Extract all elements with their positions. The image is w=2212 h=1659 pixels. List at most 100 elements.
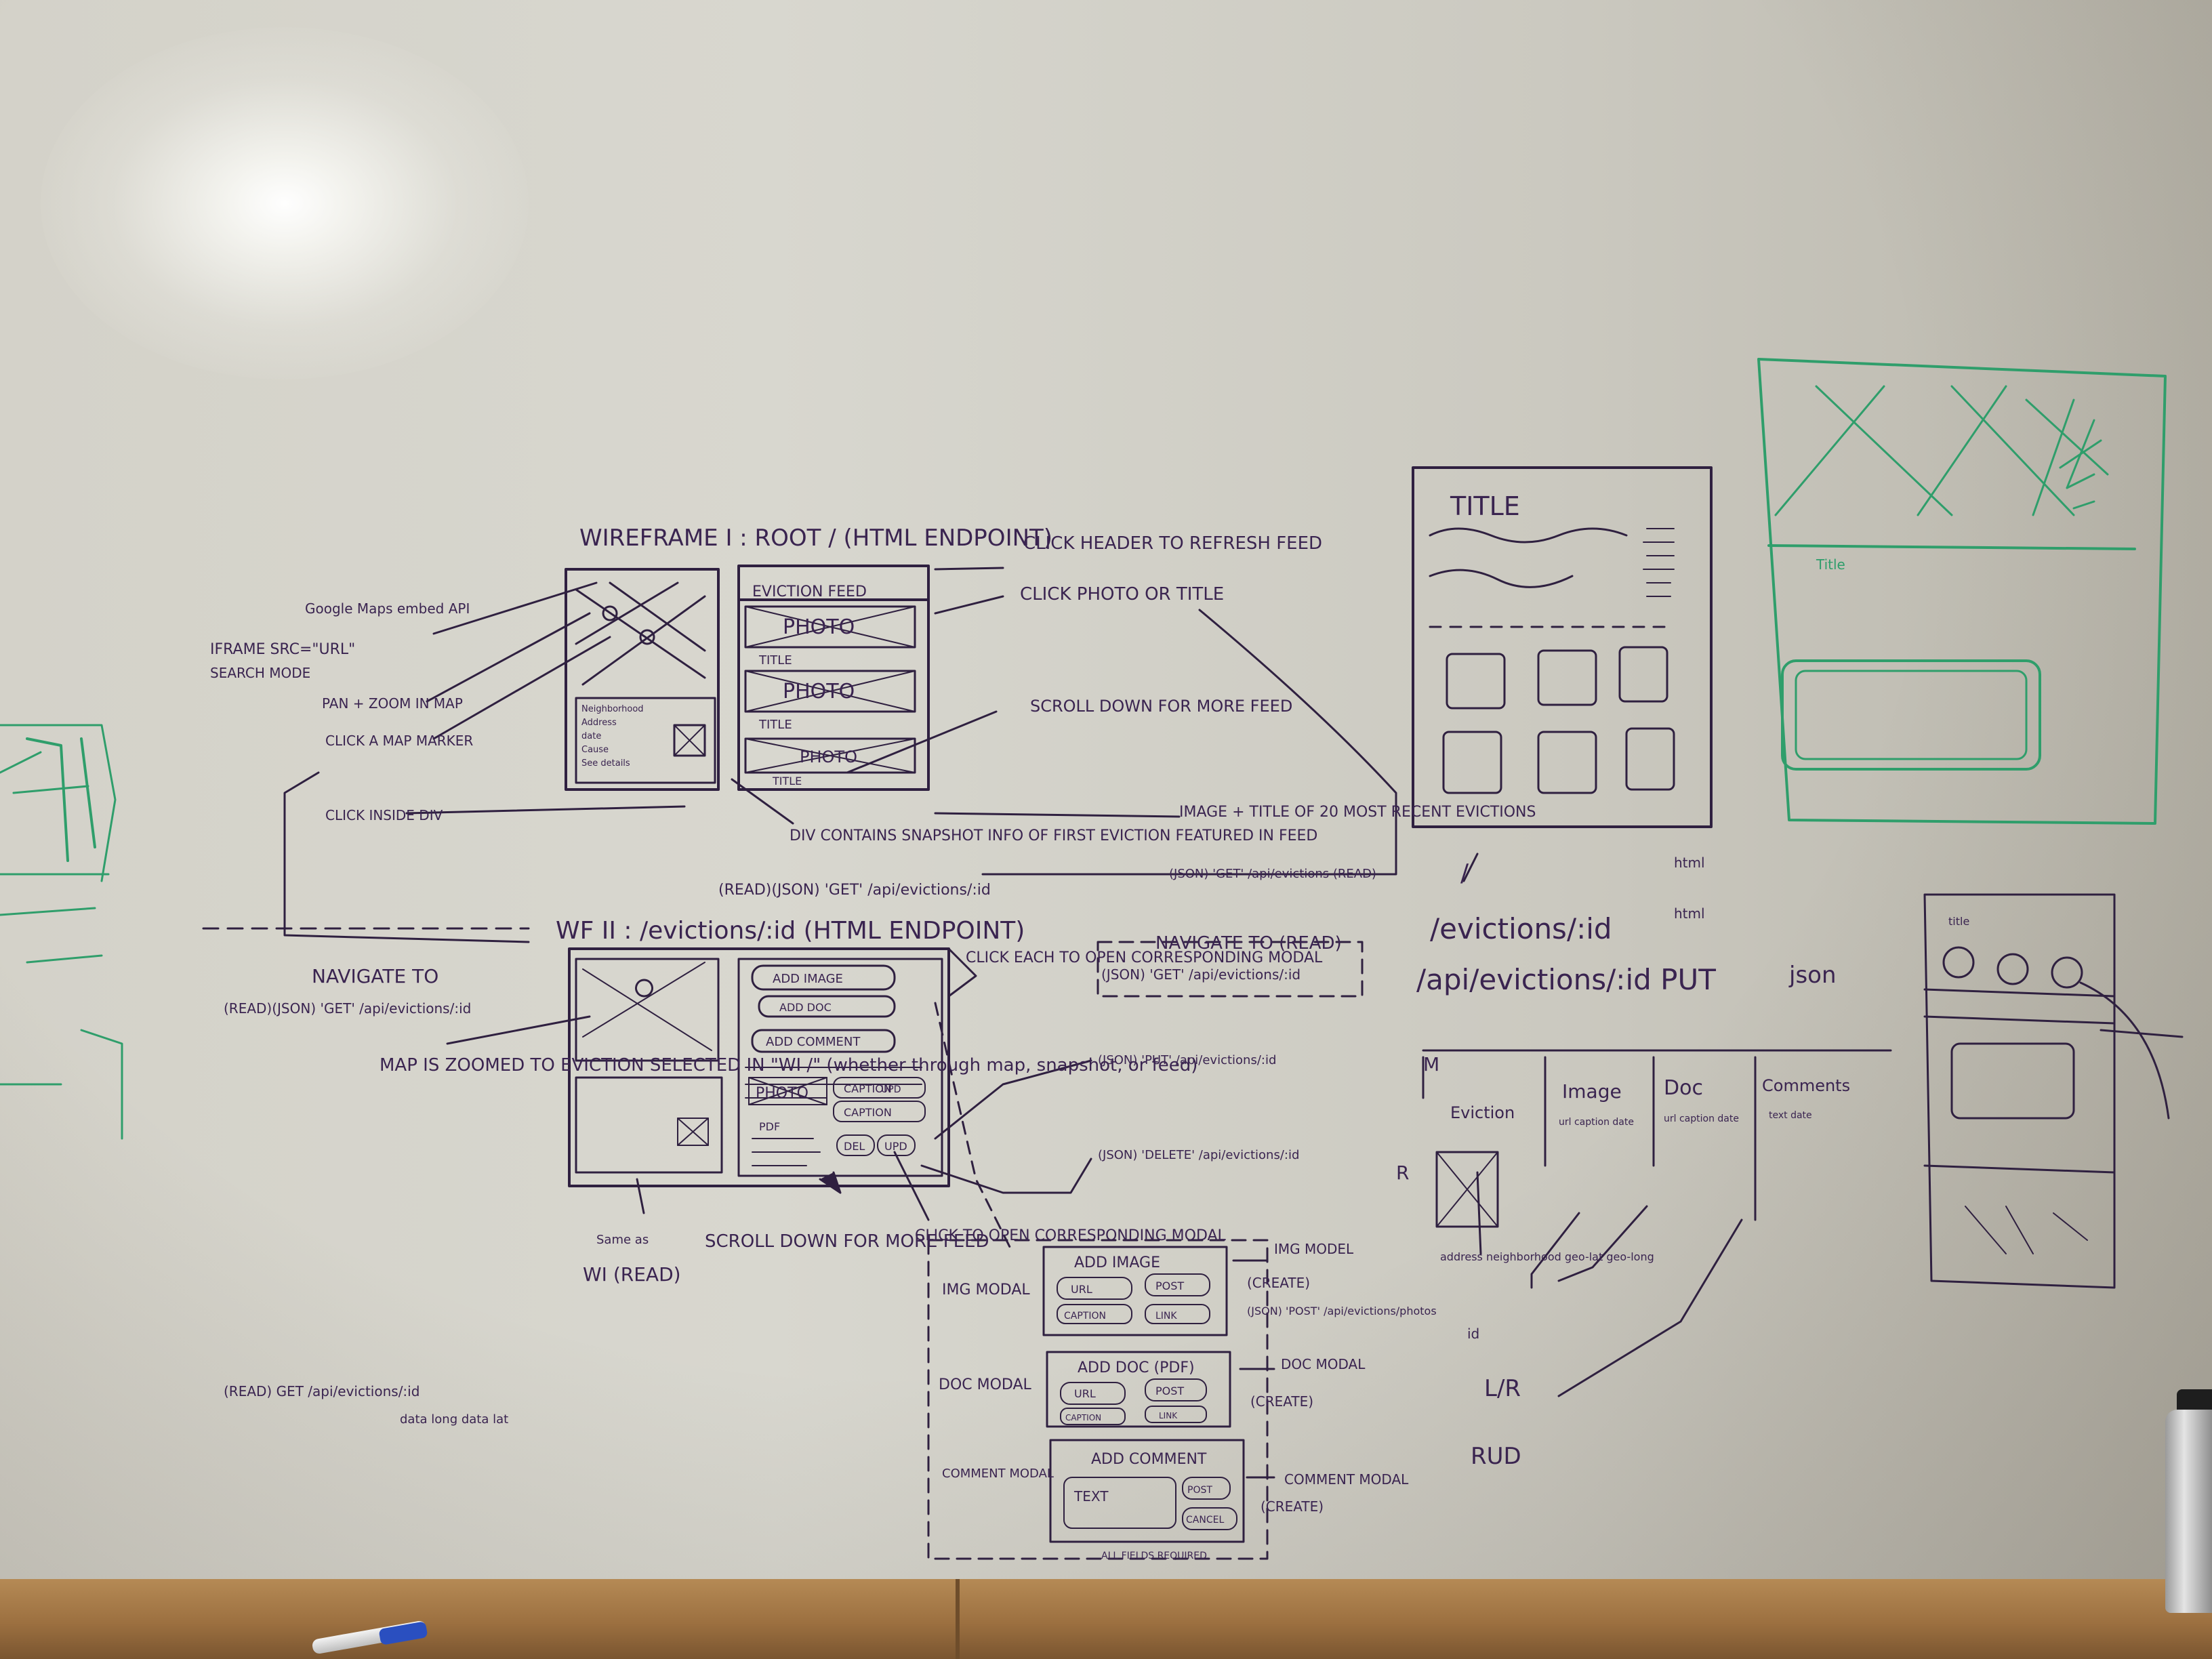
note-put: (JSON) 'PUT' /api/evictions/:id <box>1098 1053 1276 1067</box>
far-title: title <box>1948 915 1969 928</box>
modal-comment-cancel: CANCEL <box>1186 1515 1224 1525</box>
right-lr-label: L/R <box>1484 1375 1521 1402</box>
wf2-add-doc: ADD DOC <box>779 1001 832 1014</box>
note-iframe: IFRAME SRC="URL" <box>210 641 355 658</box>
wf1-snap-line-2: Address <box>581 718 617 728</box>
wf1-title-2: TITLE <box>758 718 792 732</box>
modal-img-url: URL <box>1071 1283 1092 1296</box>
wf2-frame <box>568 947 950 1187</box>
note-json-get: (JSON) 'GET' /api/evictions (READ) <box>1169 867 1376 881</box>
note-search-mode: SEARCH MODE <box>210 665 310 681</box>
note-data-long: data long data lat <box>400 1412 508 1427</box>
wf2-del: DEL <box>844 1140 865 1153</box>
modal-doc-title: ADD DOC (PDF) <box>1078 1359 1195 1376</box>
modal-comment-text: TEXT <box>1073 1488 1109 1504</box>
wf2-navigate-left: NAVIGATE TO <box>312 965 438 987</box>
wf1-photo-3: PHOTO <box>800 747 857 766</box>
right-id-label: id <box>1467 1326 1479 1342</box>
right-r-label: R <box>1396 1162 1409 1184</box>
note-read-json: (READ)(JSON) 'GET' /api/evictions/:id <box>718 882 991 899</box>
image-fields: url caption date <box>1559 1117 1634 1128</box>
note-click-photo: CLICK PHOTO OR TITLE <box>1020 584 1224 605</box>
light-glare <box>41 27 529 380</box>
wf1-feed-header: EVICTION FEED <box>752 583 867 600</box>
col-doc: Doc <box>1664 1076 1703 1100</box>
wf1-heading: WIREFRAME I : ROOT / (HTML ENDPOINT) <box>579 525 1052 552</box>
right-json: json <box>1788 962 1837 989</box>
right-html-2: html <box>1674 905 1705 922</box>
modal-img-post: POST <box>1155 1279 1184 1292</box>
ledge-seam <box>956 1579 960 1659</box>
card-wireframe <box>1412 466 1713 828</box>
wf1-snap-line-1: Neighborhood <box>581 704 644 714</box>
note-same-as: Same as <box>596 1233 649 1247</box>
modal-img-api: (JSON) 'POST' /api/evictions/photos <box>1247 1305 1437 1317</box>
modal-img-note: IMG MODEL <box>1274 1241 1354 1257</box>
wf1-photo-2: PHOTO <box>783 680 855 703</box>
modal-doc-url: URL <box>1074 1387 1096 1400</box>
modal-required-note: ALL FIELDS REQUIRED <box>1101 1551 1207 1561</box>
note-div-contains: DIV CONTAINS SNAPSHOT INFO OF FIRST EVIC… <box>790 827 1317 844</box>
modal-img-link: LINK <box>1155 1311 1177 1322</box>
card-title: TITLE <box>1450 491 1520 521</box>
modal-doc-note: DOC MODAL <box>1281 1356 1366 1372</box>
wf2-photo: PHOTO <box>756 1085 808 1102</box>
note-click-open: CLICK TO OPEN CORRESPONDING MODAL <box>915 1227 1227 1244</box>
modal-comment-title: ADD COMMENT <box>1091 1451 1207 1468</box>
wf2-heading: WF II : /evictions/:id (HTML ENDPOINT) <box>556 917 1025 945</box>
wf1-snap-line-4: Cause <box>581 745 609 755</box>
doc-fields: url caption date <box>1664 1113 1739 1124</box>
col-comments: Comments <box>1762 1076 1850 1095</box>
note-refresh: CLICK HEADER TO REFRESH FEED <box>1023 533 1322 554</box>
col-eviction: Eviction <box>1450 1103 1515 1122</box>
wf2-add-image: ADD IMAGE <box>773 972 843 986</box>
right-m-label: M <box>1423 1053 1439 1076</box>
modal-comment-label: COMMENT MODAL <box>942 1467 1054 1481</box>
wf2-caption-2: CAPTION <box>844 1106 892 1119</box>
wf1-title-3: TITLE <box>772 775 802 787</box>
wf1-title-1: TITLE <box>758 653 792 668</box>
right-html-1: html <box>1674 855 1705 871</box>
modal-comment-note: COMMENT MODAL <box>1284 1471 1409 1488</box>
spray-bottle <box>2165 1410 2212 1613</box>
note-delete: (JSON) 'DELETE' /api/evictions/:id <box>1098 1148 1299 1162</box>
note-click-div: CLICK INSIDE DIV <box>325 807 443 823</box>
eviction-fields: address neighborhood geo-lat geo-long <box>1440 1250 1654 1263</box>
modal-doc-label: DOC MODAL <box>939 1376 1032 1393</box>
wf2-caption-1: CAPTION <box>844 1082 892 1095</box>
modal-doc-link: LINK <box>1159 1411 1178 1420</box>
modal-comment-create: (CREATE) <box>1261 1498 1324 1515</box>
modal-doc-post: POST <box>1155 1385 1184 1397</box>
modal-img-title: ADD IMAGE <box>1074 1254 1160 1271</box>
wf1-snap-line-5: See details <box>581 758 630 769</box>
right-slash: / <box>1460 859 1469 887</box>
wf1-map-box <box>565 568 720 791</box>
modal-doc-create: (CREATE) <box>1250 1393 1313 1410</box>
note-scroll-feed: SCROLL DOWN FOR MORE FEED <box>1030 697 1292 716</box>
note-read-get: (READ) GET /api/evictions/:id <box>224 1383 419 1399</box>
modal-img-caption: CAPTION <box>1064 1311 1106 1322</box>
wf2-navigate-right: NAVIGATE TO (READ) <box>1155 933 1342 954</box>
note-wi-read: WI (READ) <box>583 1263 681 1286</box>
wf2-upd-2: UPD <box>884 1140 907 1153</box>
right-evictions-id: /evictions/:id <box>1430 912 1612 945</box>
wf2-add-comment: ADD COMMENT <box>766 1035 861 1049</box>
wf1-feed-box <box>737 565 930 791</box>
modal-img-label: IMG MODAL <box>942 1282 1030 1298</box>
note-pan-zoom: PAN + ZOOM IN MAP <box>322 695 463 712</box>
note-image-title: IMAGE + TITLE OF 20 MOST RECENT EVICTION… <box>1179 804 1536 821</box>
wf2-navigate-left-api: (READ)(JSON) 'GET' /api/evictions/:id <box>224 1000 471 1017</box>
note-click-each: CLICK EACH TO OPEN CORRESPONDING MODAL <box>966 949 1323 966</box>
note-map-zoomed: MAP IS ZOOMED TO EVICTION SELECTED IN "W… <box>380 1055 1197 1076</box>
wf2-navigate-right-api: (JSON) 'GET' /api/evictions/:id <box>1101 966 1300 983</box>
green-title: Title <box>1816 556 1845 573</box>
note-map-marker: CLICK A MAP MARKER <box>325 733 473 749</box>
modal-doc-caption: CAPTION <box>1065 1413 1101 1422</box>
col-image: Image <box>1562 1080 1622 1103</box>
wf1-snap-line-3: date <box>581 731 601 741</box>
modal-comment-post: POST <box>1187 1485 1212 1496</box>
comment-fields: text date <box>1769 1110 1812 1121</box>
